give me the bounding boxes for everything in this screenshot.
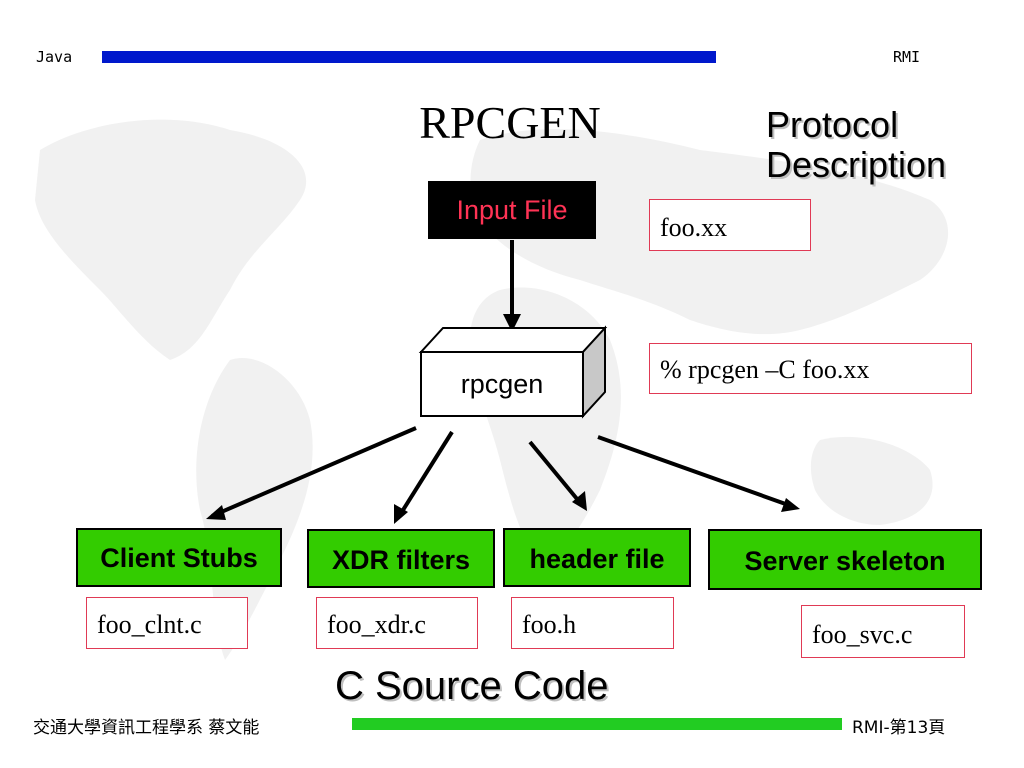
- rpcgen-box-front: [420, 351, 584, 417]
- header-file-file: foo.h: [511, 597, 674, 649]
- rpcgen-label: rpcgen: [460, 369, 544, 399]
- client-stubs-file: foo_clnt.c: [86, 597, 248, 649]
- header-file-box: header file: [503, 528, 691, 587]
- footer-left-label: 交通大學資訊工程學系 蔡文能: [33, 718, 260, 738]
- c-source-code-caption: C Source Code: [335, 664, 609, 708]
- input-file-box: Input File: [428, 181, 596, 239]
- input-filename-box: foo.xx: [649, 199, 811, 251]
- server-skeleton-box: Server skeleton: [708, 529, 982, 590]
- protocol-description-line-2: Description: [766, 144, 947, 185]
- arrow-to-xdr-filters: [396, 430, 454, 520]
- arrow-to-client-stubs: [211, 426, 417, 518]
- arrow-to-header-file: [528, 440, 584, 507]
- xdr-filters-box: XDR filters: [307, 529, 495, 588]
- rpcgen-box-top: [418, 327, 608, 353]
- arrow-to-server-skeleton: [597, 435, 795, 509]
- rpcgen-command-box: % rpcgen –C foo.xx: [649, 343, 972, 394]
- protocol-description-line-1: Protocol: [766, 104, 899, 145]
- xdr-filters-file: foo_xdr.c: [316, 597, 478, 649]
- header-right-label: RMI: [893, 48, 921, 66]
- server-skeleton-file: foo_svc.c: [801, 605, 965, 658]
- protocol-description-label: Protocol Description: [766, 105, 946, 185]
- arrow-input-head: [503, 314, 521, 332]
- footer-page-label: RMI-第13頁: [852, 718, 946, 738]
- slide-title: RPCGEN: [419, 97, 601, 148]
- header-left-label: Java: [36, 48, 73, 66]
- client-stubs-box: Client Stubs: [76, 528, 282, 587]
- footer-bar: [352, 718, 842, 730]
- header-bar: [102, 51, 716, 63]
